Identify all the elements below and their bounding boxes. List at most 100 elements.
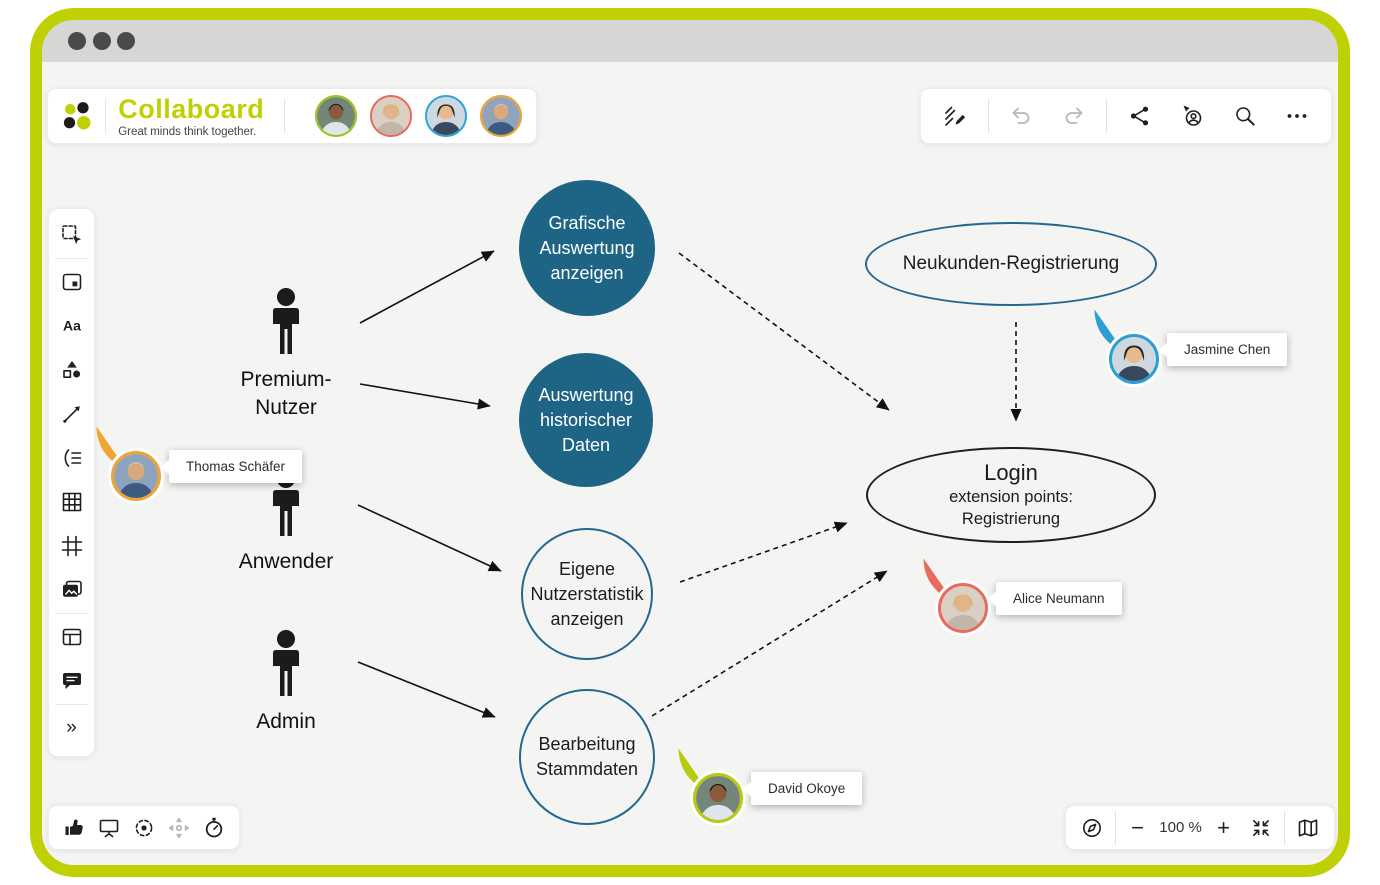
window-titlebar [42,20,1338,62]
zoom-in-button[interactable]: + [1217,814,1231,840]
actor-anwender[interactable]: Anwender [239,470,333,576]
avatar-thomas-schaefer[interactable] [480,95,522,137]
header-divider-1 [105,99,107,133]
avatar-david-okoye[interactable] [315,95,357,137]
mindmap-tool[interactable] [48,436,95,480]
focus-mode-button[interactable] [129,806,159,850]
cursor-thomas-schaefer: Thomas Schäfer [95,425,303,501]
cursor-avatar [693,773,743,823]
zoom-level[interactable]: 100 % [1159,819,1202,836]
usecase-auswertung-historisch[interactable]: Auswertung historischer Daten [519,353,653,487]
assoc-admin-stammdaten[interactable] [357,661,496,718]
text-tool[interactable]: Aa [48,304,95,348]
like-reaction-button[interactable] [59,806,89,850]
actor-premium-nutzer[interactable]: Premium- Nutzer [240,288,332,422]
header-divider-2 [284,99,285,133]
expand-sidebar-button[interactable]: » [66,717,77,738]
media-tool[interactable] [48,568,95,612]
include-statistik-login[interactable] [679,521,848,583]
undo-button[interactable] [1001,94,1041,138]
oval-title: Login [984,460,1038,485]
oval-neukunden-registrierung[interactable]: Neukunden-Registrierung [865,222,1157,306]
brand-text: Collaboard Great minds think together. [118,94,264,138]
actor-admin[interactable]: Admin [242,630,330,736]
pan-tool-button-disabled[interactable] [164,806,194,850]
include-stammdaten-login[interactable] [651,570,888,717]
window-dot-1[interactable] [68,31,86,50]
usecase-grafische-auswertung[interactable]: Grafische Auswertung anzeigen [519,180,655,316]
cursor-name-label: Thomas Schäfer [159,450,303,483]
redo-button[interactable] [1054,94,1094,138]
window-dot-3[interactable] [117,31,135,50]
actor-label: Admin [256,710,316,733]
follow-user-button[interactable] [1172,94,1212,138]
oval-login[interactable]: Login extension points: Registrierung [866,447,1156,543]
cursor-avatar [111,451,161,501]
zoom-divider-1 [1114,810,1116,845]
sidebar-divider-1 [55,258,88,259]
more-options-button[interactable] [1277,94,1317,138]
window-dot-2[interactable] [93,31,111,50]
layout-tool[interactable] [48,615,95,659]
share-button[interactable] [1120,94,1160,138]
top-right-toolbar [920,88,1332,144]
app-window-frame: Collaboard Great minds think together. [30,8,1350,877]
bottom-left-toolbar [48,805,240,850]
present-mode-button[interactable] [94,806,124,850]
sidebar-divider-2 [55,613,88,614]
search-button[interactable] [1225,94,1265,138]
connector-layer [357,250,1022,718]
cursor-avatar [938,583,988,633]
quick-draw-button[interactable] [935,94,975,138]
brand-tagline: Great minds think together. [118,126,257,138]
tools-sidebar: Aa [48,208,95,757]
usecase-label: Grafische Auswertung anzeigen [539,212,635,283]
zoom-controls: − 100 % + [1065,805,1335,850]
cursor-jasmine-chen: Jasmine Chen [1093,308,1288,384]
header-brand-card: Collaboard Great minds think together. [47,88,537,144]
connector-tool[interactable] [48,392,95,436]
toolbar-divider-1 [987,99,989,133]
toolbar-divider-2 [1106,99,1107,133]
usecase-label: Bearbeitung Stammdaten [535,734,639,779]
zoom-out-button[interactable]: − [1131,814,1144,840]
collaborator-avatars [315,95,522,137]
frame-tool[interactable] [48,524,95,568]
assoc-anwender-statistik[interactable] [357,504,502,572]
brand-name: Collaboard [118,94,265,124]
cursor-david-okoye: David Okoye [677,747,863,823]
actor-label: Premium- Nutzer [240,368,332,419]
zoom-divider-2 [1284,810,1286,845]
usecase-bearbeitung-stammdaten[interactable]: Bearbeitung Stammdaten [519,689,655,825]
select-tool[interactable] [48,213,95,257]
collaboard-logo-icon [63,102,91,130]
assoc-premium-grafische[interactable] [359,250,495,324]
svg-text:Aa: Aa [63,318,81,334]
grid-tool[interactable] [48,480,95,524]
fit-to-screen-button[interactable] [1245,806,1277,850]
card-tool[interactable] [48,260,95,304]
app-window: Collaboard Great minds think together. [42,20,1338,865]
shapes-tool[interactable] [48,348,95,392]
usecase-eigene-nutzerstatistik[interactable]: Eigene Nutzerstatistik anzeigen [521,528,653,660]
oval-label: Neukunden-Registrierung [902,253,1120,274]
minimap-button[interactable] [1292,806,1324,850]
usecase-label: Eigene Nutzerstatistik anzeigen [530,558,644,629]
cursor-name-label: David Okoye [741,772,863,805]
avatar-jasmine-chen[interactable] [425,95,467,137]
person-icon [273,630,299,696]
sidebar-divider-3 [55,704,88,705]
timer-button[interactable] [199,806,229,850]
assoc-premium-historisch[interactable] [359,383,491,410]
compass-button[interactable] [1076,806,1108,850]
oval-subtitle: extension points: Registrierung [949,488,1073,528]
actor-label: Anwender [238,550,334,573]
comment-tool[interactable] [48,659,95,703]
cursor-name-label: Jasmine Chen [1157,333,1288,366]
person-icon [273,288,299,354]
include-grafische-login[interactable] [678,252,890,411]
cursor-name-label: Alice Neumann [987,582,1122,615]
cursor-avatar [1109,334,1159,384]
avatar-alice-neumann[interactable] [370,95,412,137]
cursor-alice-neumann: Alice Neumann [922,557,1122,633]
